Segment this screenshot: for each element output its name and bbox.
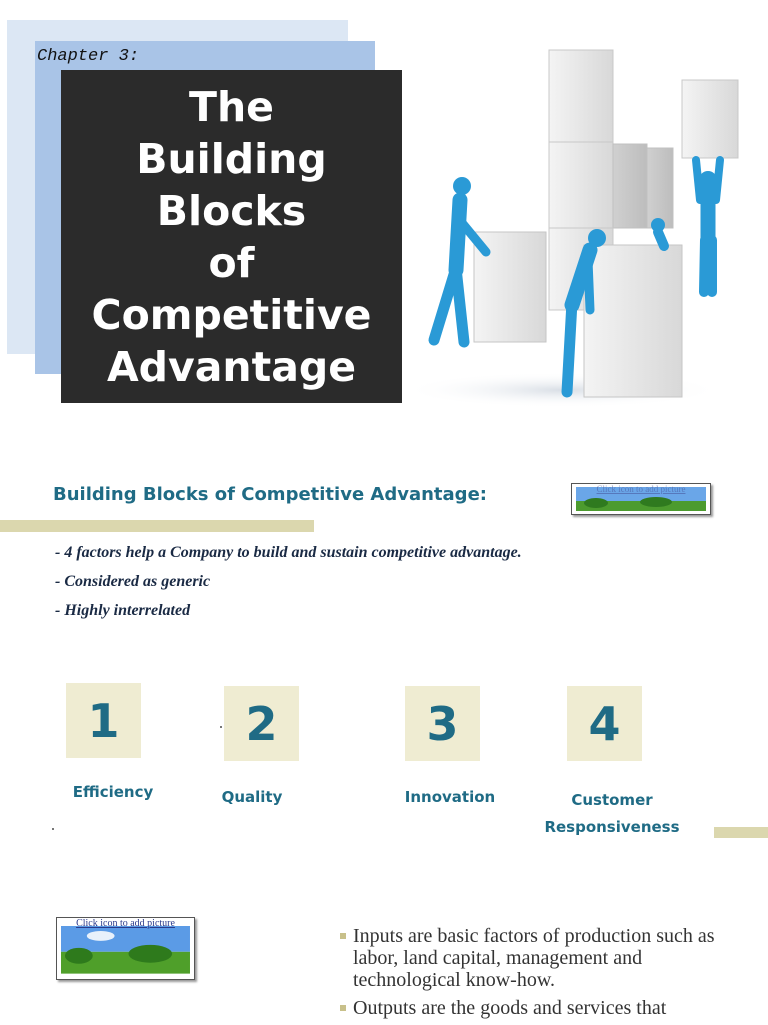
- factor-number-box: 2: [224, 686, 299, 761]
- stray-dot: [220, 726, 222, 728]
- block-tower: [548, 49, 674, 311]
- picture-caption: Click icon to add picture: [76, 918, 175, 929]
- bullet-item: - 4 factors help a Company to build and …: [55, 544, 522, 561]
- figure-leaning: [561, 229, 606, 398]
- accent-bar-right: [714, 827, 768, 838]
- factor-number-box: 3: [405, 686, 480, 761]
- factor-label-customer-responsiveness: Customer Responsiveness: [544, 791, 680, 836]
- picture-placeholder[interactable]: Click icon to add picture: [56, 917, 195, 980]
- bullet-list: - 4 factors help a Company to build and …: [55, 543, 522, 630]
- factor-number: 1: [87, 693, 120, 748]
- bullet-item: - Highly interrelated: [55, 602, 191, 619]
- bullet-item: - Considered as generic: [55, 573, 211, 590]
- factor-number: 4: [588, 696, 621, 751]
- section-heading: Building Blocks of Competitive Advantage…: [53, 484, 487, 505]
- picture-placeholder[interactable]: Click icon to add picture: [571, 483, 711, 515]
- front-block: [583, 244, 683, 398]
- list-item-text: Inputs are basic factors of production s…: [353, 925, 715, 991]
- picture-caption: Click icon to add picture: [596, 484, 686, 494]
- factor-number-box: 1: [66, 683, 141, 758]
- inputs-outputs-list: Inputs are basic factors of production s…: [338, 925, 748, 1025]
- raised-block: [681, 79, 739, 159]
- figure-lifting: [692, 156, 724, 297]
- accent-bar: [0, 520, 314, 532]
- figure-behind: [651, 218, 669, 251]
- list-item: Outputs are the goods and services that: [338, 997, 748, 1019]
- figure-pushing: [428, 177, 491, 348]
- landscape-picture-icon: [61, 926, 190, 974]
- bullet-square-icon: [340, 1005, 346, 1011]
- stray-dot: [52, 828, 54, 830]
- factor-label-innovation: Innovation: [404, 788, 496, 806]
- factor-number: 2: [245, 696, 278, 751]
- bullet-square-icon: [340, 933, 346, 939]
- building-blocks-illustration: [412, 49, 739, 408]
- factor-label-quality: Quality: [221, 788, 283, 806]
- list-item-text: Outputs are the goods and services that: [353, 997, 667, 1019]
- slide-title: The Building Blocks of Competitive Advan…: [91, 82, 372, 391]
- title-box: The Building Blocks of Competitive Advan…: [61, 70, 402, 403]
- landscape-picture-icon: [576, 487, 706, 511]
- factor-label-efficiency: Efficiency: [72, 783, 154, 801]
- list-item: Inputs are basic factors of production s…: [338, 925, 748, 991]
- factor-number-box: 4: [567, 686, 642, 761]
- factor-number: 3: [426, 696, 459, 751]
- chapter-label: Chapter 3:: [37, 47, 140, 66]
